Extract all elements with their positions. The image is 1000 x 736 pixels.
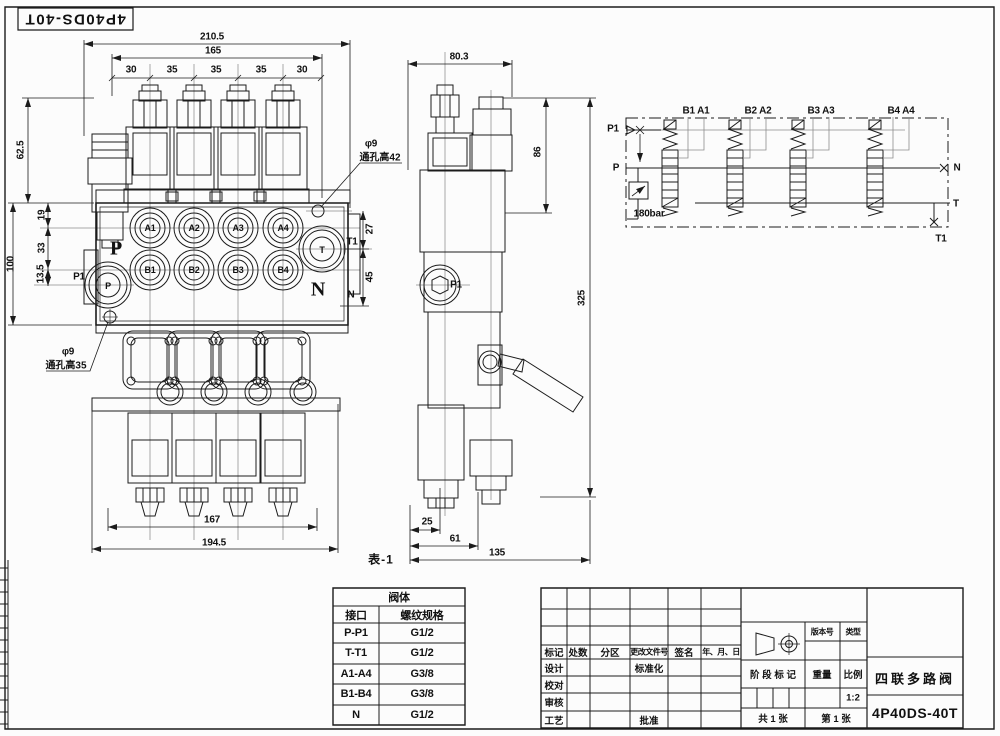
port-table-col-thread: 螺纹规格	[400, 610, 444, 622]
fv-label-p1: P1	[73, 271, 85, 283]
side-view-linework	[408, 52, 596, 564]
fv-dim-194-5: 194.5	[201, 537, 227, 549]
sch-label-p: P	[612, 162, 620, 174]
sv-dim-325: 325	[576, 289, 588, 307]
sch-label-t1: T1	[935, 233, 947, 245]
tb-row-check: 校对	[544, 681, 564, 692]
fv-dim-30-left: 30	[125, 64, 137, 76]
projection-symbol	[756, 633, 800, 655]
tb-row-process: 工艺	[544, 716, 564, 727]
fv-port-b4: B4	[277, 265, 289, 275]
sv-dim-25: 25	[421, 516, 433, 528]
fv-label-t-port: T	[319, 245, 325, 255]
tb-product-name: 四联多路阀	[874, 671, 956, 687]
corner-model-label: 4P40DS-40T	[24, 10, 126, 28]
fv-note-hole-top-dia: φ9	[364, 138, 378, 150]
fv-label-p-port: P	[105, 281, 111, 291]
tb-col-mark: 标记	[544, 648, 564, 659]
fv-label-n-big: N	[310, 278, 326, 301]
fv-port-a1: A1	[144, 223, 156, 233]
tb-col-doc-no: 更改文件号	[630, 647, 668, 657]
tb-scale-value: 1:2	[846, 692, 860, 704]
fv-dim-165: 165	[204, 45, 222, 57]
fv-dim-100: 100	[5, 255, 17, 273]
fv-dim-27: 27	[364, 223, 376, 235]
fv-port-a2: A2	[188, 223, 200, 233]
fv-dim-167: 167	[203, 514, 221, 526]
tb-sheet-number: 第 1 张	[821, 714, 851, 725]
fv-dim-35-3: 35	[255, 64, 267, 76]
tb-col-date: 年、月、日	[702, 647, 740, 657]
port-row-3-port: A1-A4	[340, 668, 372, 680]
port-row-2-thread: G1/2	[410, 647, 434, 659]
sch-label-t: T	[953, 198, 959, 210]
tb-col-zone: 分区	[600, 648, 620, 659]
fv-label-n-small: N	[347, 289, 355, 301]
tb-col-sign: 签名	[674, 648, 694, 659]
port-row-3-thread: G3/8	[410, 668, 434, 680]
sch-ports-1: B1 A1	[682, 105, 710, 117]
tb-row-audit: 审核	[544, 698, 564, 709]
sv-label-p1: P1	[450, 279, 462, 291]
front-view-linework	[8, 40, 402, 553]
sch-ports-2: B2 A2	[744, 105, 772, 117]
fv-label-p-big: P	[109, 237, 123, 260]
tb-version-label: 版本号	[810, 627, 834, 637]
fv-dim-30-right: 30	[296, 64, 308, 76]
tb-stage-label: 阶 段 标 记	[750, 670, 796, 681]
fv-dim-35-1: 35	[166, 64, 178, 76]
sch-label-n: N	[953, 162, 961, 174]
port-row-4-thread: G3/8	[410, 688, 434, 700]
sch-label-pressure: 180bar	[633, 208, 665, 220]
fv-dim-35-2: 35	[210, 64, 222, 76]
port-table-grid	[333, 588, 465, 725]
fv-port-b3: B3	[232, 265, 244, 275]
tb-model: 4P40DS-40T	[872, 705, 958, 721]
port-row-2-port: T-T1	[345, 647, 367, 659]
fv-port-b1: B1	[144, 265, 156, 275]
port-row-1-thread: G1/2	[410, 627, 434, 639]
tb-total-sheets: 共 1 张	[758, 714, 788, 725]
fv-dim-19: 19	[36, 209, 48, 221]
tb-col-count: 处数	[568, 648, 588, 659]
fv-dim-33: 33	[36, 242, 48, 254]
sch-ports-3: B3 A3	[807, 105, 835, 117]
fv-port-b2: B2	[188, 265, 200, 275]
tb-type-label: 类型	[845, 627, 862, 637]
port-table-title: 阀体	[388, 592, 410, 604]
sv-dim-80-3: 80.3	[449, 51, 469, 63]
tb-weight-label: 重量	[812, 670, 832, 681]
fv-dim-total-width: 210.5	[199, 31, 225, 43]
port-table-col-port: 接口	[345, 610, 367, 622]
port-row-4-port: B1-B4	[340, 688, 372, 700]
port-row-5-thread: G1/2	[410, 709, 434, 721]
sheet-frame	[0, 7, 994, 729]
port-row-5-port: N	[352, 709, 360, 721]
fv-label-t1: T1	[346, 236, 358, 248]
fv-note-hole-top: 通孔高42	[359, 152, 401, 164]
sv-dim-61: 61	[449, 533, 461, 545]
port-table-caption: 表-1	[368, 552, 394, 567]
sv-dim-86: 86	[532, 146, 544, 158]
fv-port-a3: A3	[232, 223, 244, 233]
fv-dim-13-5: 13.5	[35, 264, 47, 284]
fv-dim-45: 45	[364, 271, 376, 283]
title-block-grid	[541, 588, 963, 728]
sv-dim-135: 135	[488, 547, 506, 559]
hydraulic-schematic-linework	[626, 117, 950, 227]
tb-row-design: 设计	[544, 664, 564, 675]
tb-row-standardize: 标准化	[634, 664, 664, 675]
fv-dim-62-5: 62.5	[15, 140, 27, 160]
tb-scale-label: 比例	[843, 670, 863, 681]
fv-note-hole-bottom-dia: φ9	[61, 346, 75, 358]
fv-note-hole-bottom: 通孔高35	[45, 360, 87, 372]
port-row-1-port: P-P1	[344, 627, 368, 639]
tb-row-approve: 批准	[639, 716, 659, 727]
sch-ports-4: B4 A4	[887, 105, 915, 117]
fv-port-a4: A4	[277, 223, 289, 233]
sch-label-p1: P1	[607, 123, 619, 135]
